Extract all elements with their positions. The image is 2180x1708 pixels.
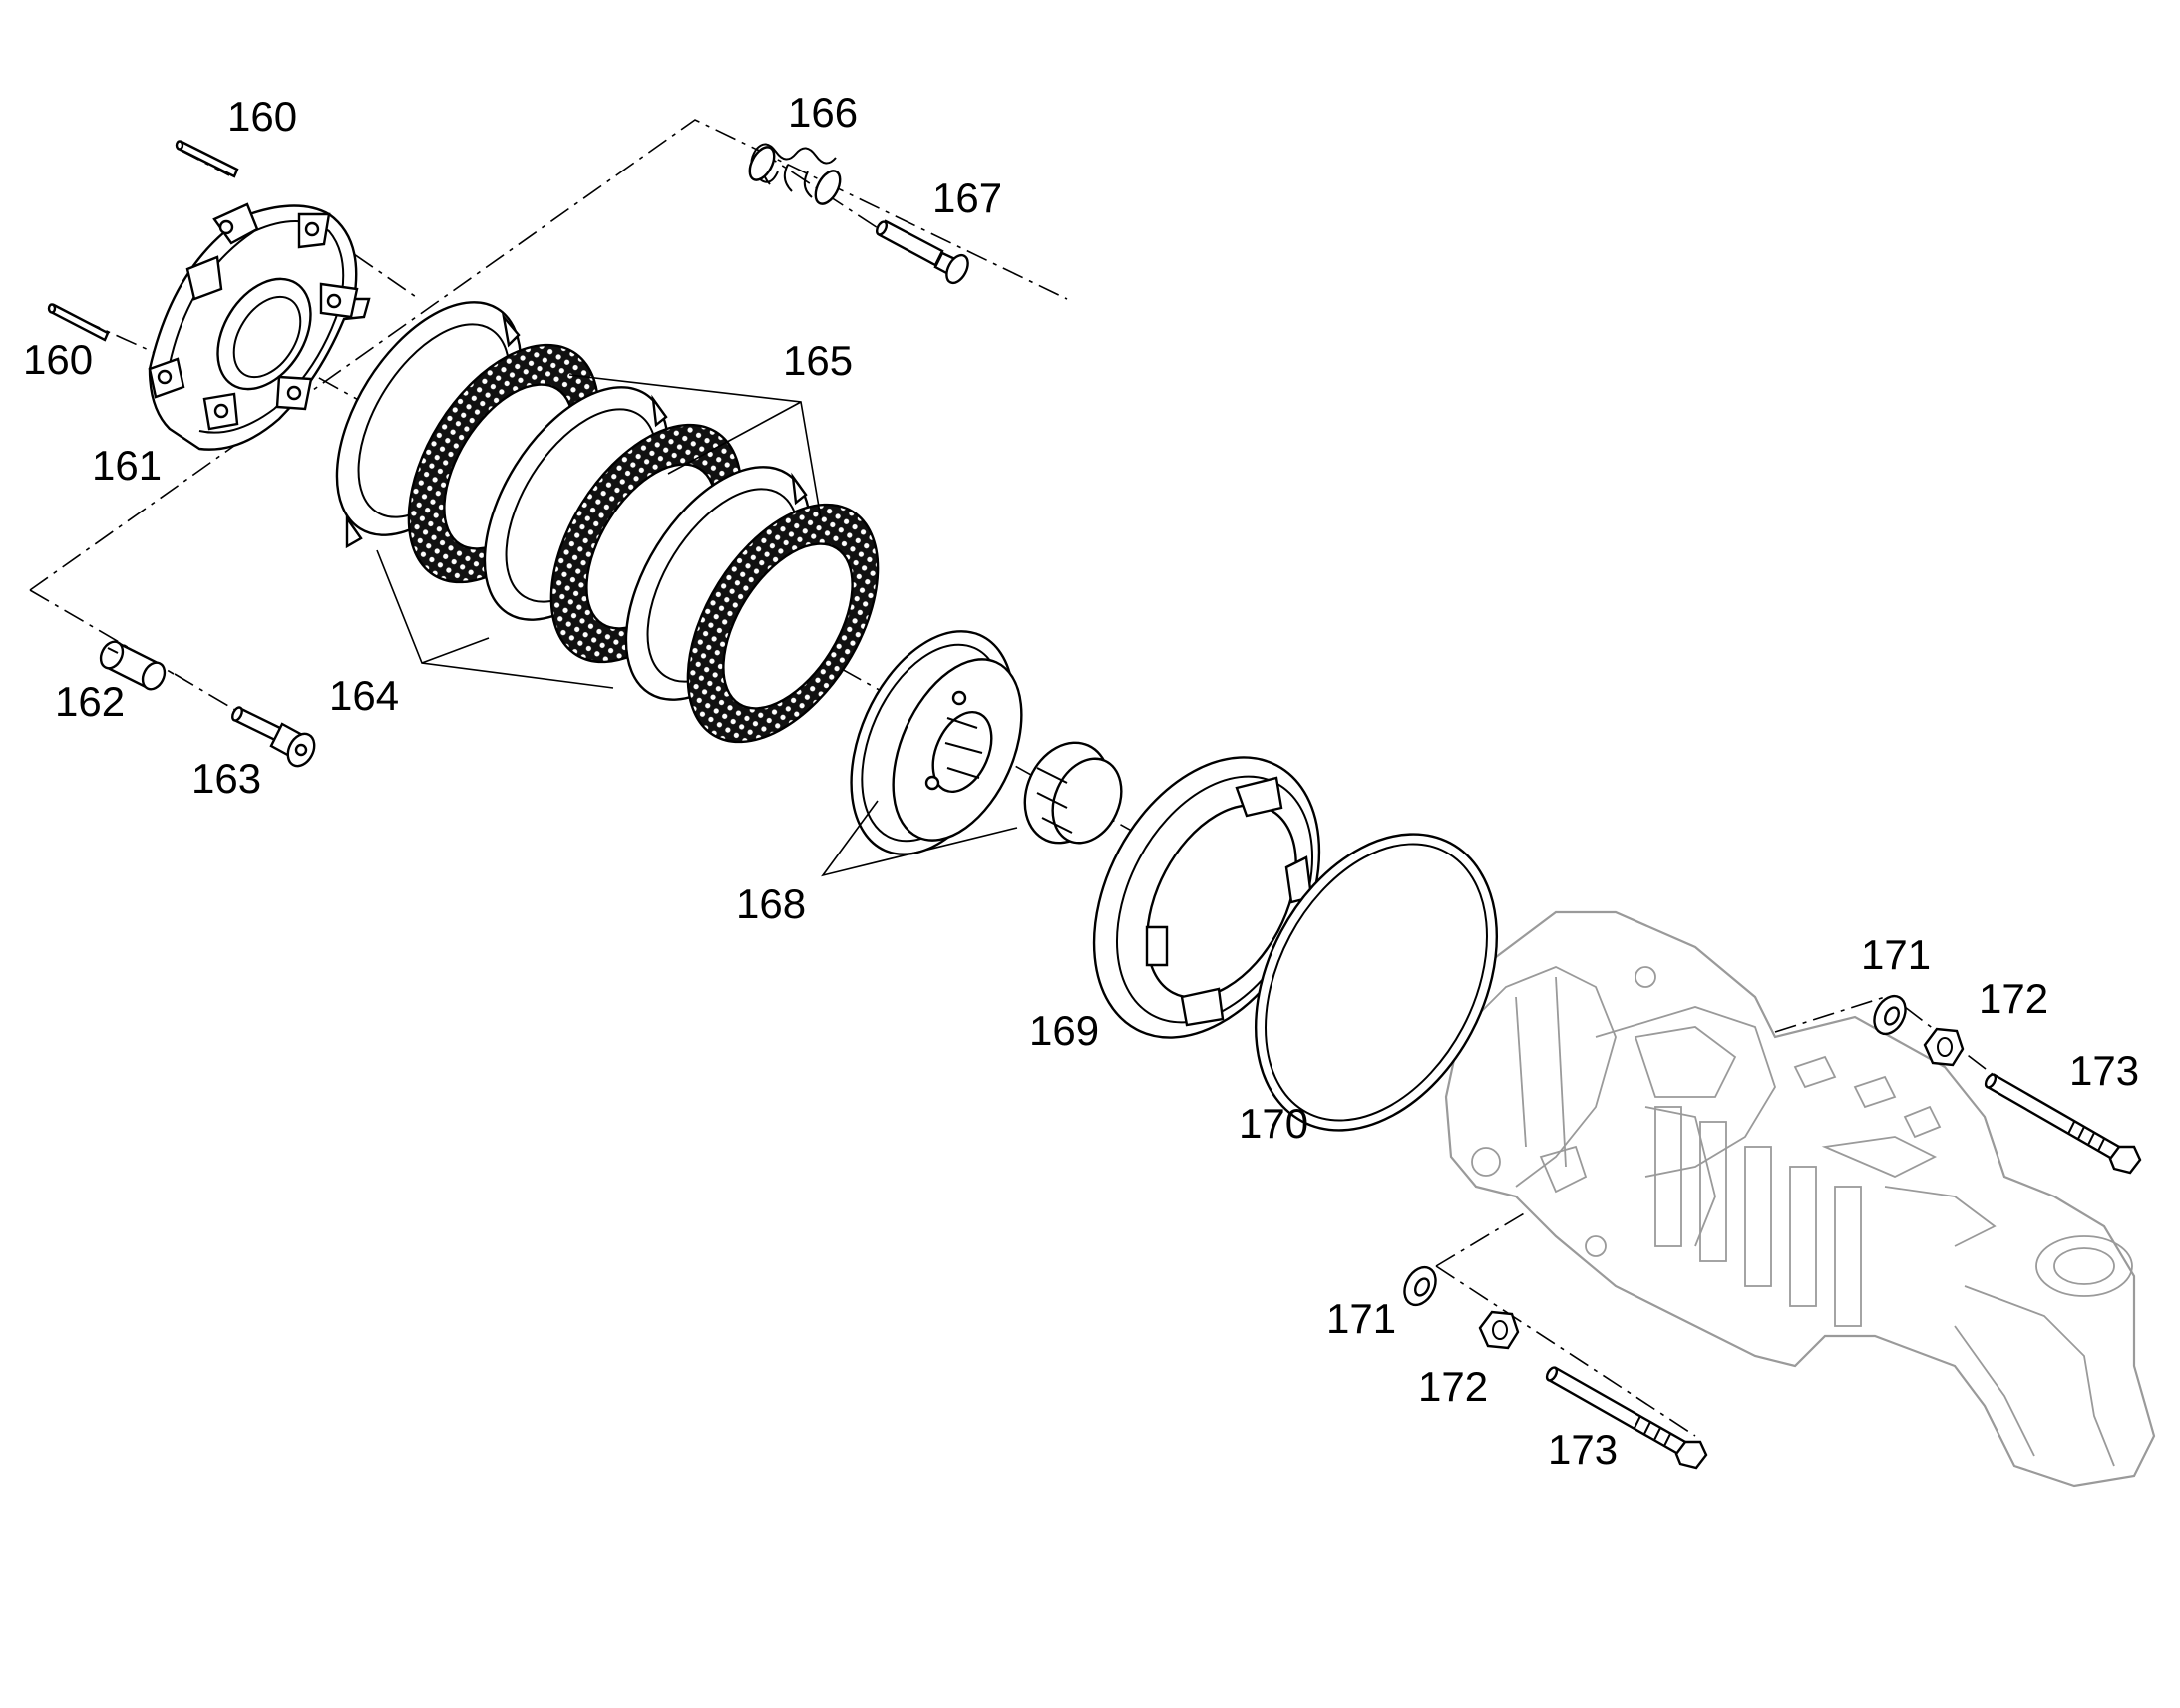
hex-nut-icon	[1923, 1027, 1965, 1067]
pin-icon	[175, 140, 239, 178]
callout-167: 167	[932, 174, 1002, 221]
washer-icon	[1403, 1265, 1437, 1307]
callout-164: 164	[329, 672, 399, 719]
axle-housing-icon	[1444, 910, 2156, 1488]
callout-165: 165	[783, 337, 853, 384]
callout-162: 162	[55, 678, 125, 725]
o-ring-icon	[1254, 833, 1499, 1132]
callout-166: 166	[788, 89, 858, 136]
stud-bolt-icon	[1545, 1366, 1708, 1470]
callout-160b: 160	[23, 336, 93, 383]
callout-leaders	[376, 374, 1018, 877]
sleeve-icon	[99, 640, 167, 691]
screw-icon	[231, 706, 316, 768]
callout-171a: 171	[1861, 931, 1931, 978]
callout-170: 170	[1239, 1100, 1308, 1147]
hex-nut-icon	[1478, 1310, 1520, 1350]
callout-173a: 173	[2069, 1047, 2139, 1094]
stud-bolt-icon	[1984, 1073, 2142, 1175]
callout-172a: 172	[1979, 975, 2048, 1022]
gear-hub-icon	[850, 630, 1023, 855]
callout-168: 168	[736, 880, 806, 927]
callout-173b: 173	[1548, 1426, 1618, 1473]
gear-hub-icon	[1023, 741, 1123, 845]
callout-172b: 172	[1418, 1363, 1488, 1410]
compression-spring-icon	[748, 143, 842, 205]
callout-labels: 160 160 161 162 163 164 165 166 167 168 …	[23, 89, 2139, 1473]
callout-161: 161	[92, 442, 162, 489]
bolt-icon	[875, 219, 969, 285]
brake-piston-icon	[148, 202, 371, 451]
pin-icon	[47, 303, 110, 342]
inner-disc-icon	[686, 503, 880, 744]
callout-160a: 160	[227, 93, 297, 140]
washer-icon	[1873, 994, 1907, 1036]
callout-169: 169	[1029, 1007, 1099, 1054]
callout-171b: 171	[1326, 1295, 1396, 1342]
callout-163: 163	[191, 755, 261, 802]
